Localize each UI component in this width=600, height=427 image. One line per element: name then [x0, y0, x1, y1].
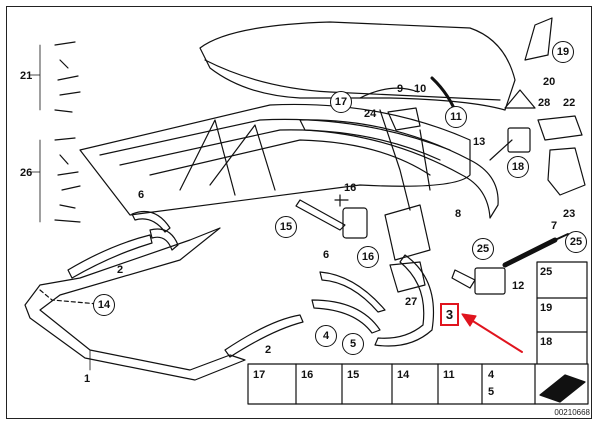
callout-6b: 6: [323, 249, 330, 261]
legend-bottom-dividers: [295, 363, 536, 405]
rod-9: [359, 87, 419, 99]
bracket-26: [29, 139, 41, 223]
callout-2b: 2: [265, 344, 272, 356]
frame-strut-c: [379, 109, 411, 211]
callout-circle-15: 15: [275, 216, 297, 238]
hinge-plate-16: [342, 207, 368, 239]
callout-28: 28: [538, 97, 551, 109]
callout-21: 21: [20, 70, 33, 82]
legend-bottom-5: 5: [488, 386, 495, 398]
legend-arrow-shape: [539, 374, 586, 403]
soft-top: [199, 21, 516, 111]
callout-circle-4: 4: [315, 325, 337, 347]
callout-24: 24: [364, 108, 377, 120]
highlighted-callout-3: 3: [440, 303, 459, 326]
diagram-frame: [6, 6, 592, 419]
seal-8: [299, 119, 499, 219]
frame-bow-1: [99, 118, 451, 156]
callout-circle-25a: 25: [472, 238, 494, 260]
red-arrow: [467, 317, 523, 353]
red-arrow-head: [461, 313, 477, 327]
legend-bottom-17: 17: [253, 369, 266, 381]
legend-right-19: 19: [540, 302, 553, 314]
hinge-bracket: [384, 204, 431, 261]
callout-1: 1: [84, 373, 91, 385]
frame-bow-3: [149, 139, 431, 176]
legend-bottom-14: 14: [397, 369, 410, 381]
screw-16: [334, 194, 349, 207]
callout-26: 26: [20, 167, 33, 179]
legend-bottom-box: [247, 363, 589, 405]
plate-22: [537, 115, 583, 141]
frame-strut-b: [209, 124, 276, 191]
legend-right-25: 25: [540, 266, 553, 278]
frame-bow-2: [119, 129, 441, 166]
clip-12: [451, 269, 476, 289]
strip-2-clip: [149, 228, 179, 251]
seal-3: [374, 254, 435, 347]
gas-strut-7: [502, 237, 558, 268]
legend-bottom-16: 16: [301, 369, 314, 381]
callout-6a: 6: [138, 189, 145, 201]
lock-13: [507, 127, 531, 153]
callout-22: 22: [563, 97, 576, 109]
strip-16-mid: [295, 199, 346, 231]
frame-strut-a: [179, 119, 236, 196]
callout-circle-16b: 16: [357, 246, 379, 268]
legend-right-18: 18: [540, 336, 553, 348]
soft-top-edge: [204, 59, 501, 101]
callout-circle-25b: 25: [565, 231, 587, 253]
legend-bottom-15: 15: [347, 369, 360, 381]
callout-12: 12: [512, 280, 525, 292]
strip-2-lower: [224, 314, 304, 358]
callout-circle-19: 19: [552, 41, 574, 63]
seal-1-dash: [39, 289, 111, 306]
callout-9: 9: [397, 83, 404, 95]
bracket-23: [547, 147, 586, 196]
strip-6-upper: [131, 210, 171, 233]
strip-6-lower: [319, 271, 386, 313]
callout-13: 13: [473, 136, 486, 148]
callout-circle-18: 18: [507, 156, 529, 178]
callout-circle-14: 14: [93, 294, 115, 316]
callout-8: 8: [455, 208, 462, 220]
top-frame: [79, 103, 471, 216]
callout-16: 16: [344, 182, 357, 194]
callout-23: 23: [563, 208, 576, 220]
fasteners-26: [54, 137, 81, 223]
callout-circle-17: 17: [330, 91, 352, 113]
fasteners-21: [54, 41, 81, 113]
legend-bottom-11: 11: [443, 369, 455, 381]
callout-2a: 2: [117, 264, 124, 276]
callout-circle-11: 11: [445, 106, 467, 128]
callout-20: 20: [543, 76, 556, 88]
legend-bottom-4: 4: [488, 369, 495, 381]
seal-1: [24, 227, 246, 381]
legend-right-box: [536, 261, 588, 369]
callout-27: 27: [405, 296, 418, 308]
document-number: 00210668: [554, 408, 590, 417]
callout-7: 7: [551, 220, 558, 232]
lever-13: [489, 139, 513, 161]
callout-circle-5: 5: [342, 333, 364, 355]
frame-strut-d: [419, 129, 431, 191]
bracket-21: [29, 44, 41, 111]
warning-28: [504, 89, 536, 109]
legend-right-dividers: [536, 297, 588, 333]
strip-2-upper: [67, 234, 153, 279]
linkage-27: [389, 261, 426, 293]
block-12: [474, 267, 506, 295]
bracket-24: [387, 107, 421, 131]
callout-10: 10: [414, 83, 427, 95]
strip-4: [311, 299, 381, 334]
bracket-19-20: [524, 17, 553, 61]
